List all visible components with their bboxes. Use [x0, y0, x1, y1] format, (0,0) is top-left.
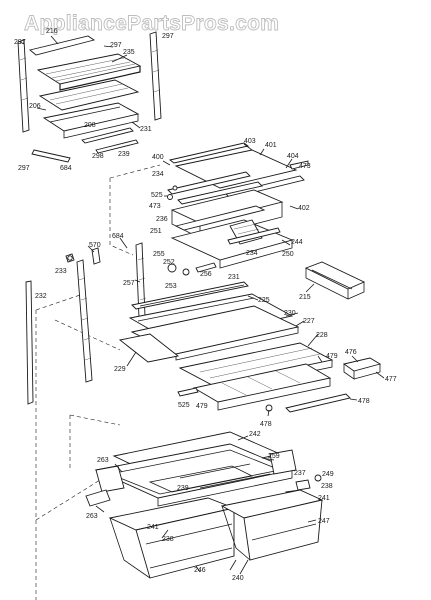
part-label: 404 — [287, 153, 299, 160]
part-label: 215 — [299, 294, 311, 301]
part-label: 230 — [284, 310, 296, 317]
part-label: 208 — [84, 122, 96, 129]
part-label: 478 — [358, 398, 370, 405]
shelf-trim-478 — [285, 393, 351, 413]
part-label: 234 — [246, 250, 258, 257]
glass-shelf-assembly — [118, 281, 334, 417]
crisper-assembly — [85, 431, 324, 579]
snack-tray — [304, 261, 366, 300]
part-label: 252 — [163, 259, 175, 266]
part-label: 238 — [162, 536, 174, 543]
part-label: 402 — [298, 205, 310, 212]
part-label: 297 — [110, 42, 122, 49]
part-label: 238 — [321, 483, 333, 490]
part-label: 240 — [232, 575, 244, 582]
left-shelf-rail — [17, 39, 30, 133]
part-label: 525 — [178, 402, 190, 409]
part-label: 246 — [194, 567, 206, 574]
part-label: 259 — [268, 453, 280, 460]
part-label: 263 — [86, 513, 98, 520]
rail-and-brackets — [25, 237, 147, 405]
part-label: 684 — [112, 233, 124, 240]
part-label: 239 — [118, 151, 130, 158]
part-label: 235 — [123, 49, 135, 56]
part-label: 297 — [162, 33, 174, 40]
part-label: 477 — [385, 376, 397, 383]
part-label: 478 — [260, 421, 272, 428]
part-label: 297 — [18, 165, 30, 172]
part-label: 216 — [46, 28, 58, 35]
part-label: 232 — [35, 293, 47, 300]
glass-shelf-top — [174, 149, 298, 189]
liner-side-strip — [25, 280, 34, 405]
part-label: 233 — [55, 268, 67, 275]
part-label: 237 — [294, 470, 306, 477]
bottom-rail — [31, 149, 71, 163]
part-label: 206 — [29, 103, 41, 110]
part-label: 570 — [89, 242, 101, 249]
part-label: 251 — [150, 228, 162, 235]
part-label: 244 — [291, 239, 303, 246]
wire-shelf — [36, 53, 142, 85]
part-label: 231 — [140, 126, 152, 133]
part-label: 263 — [97, 457, 109, 464]
part-label: 241 — [147, 524, 159, 531]
part-label: 227 — [303, 318, 315, 325]
part-label: 403 — [244, 138, 256, 145]
watermark: AppliancePartsPros.com — [24, 12, 279, 35]
part-label: 253 — [165, 283, 177, 290]
part-label: 228 — [316, 332, 328, 339]
part-label: 479 — [326, 353, 338, 360]
freezer-shelf-assembly — [17, 31, 162, 163]
part-label: 231 — [228, 274, 240, 281]
part-label: 249 — [322, 471, 334, 478]
part-label: 473 — [299, 163, 311, 170]
part-label: 257 — [123, 280, 135, 287]
right-shelf-rail — [149, 31, 162, 121]
part-label: 250 — [282, 251, 294, 258]
part-label: 242 — [249, 431, 261, 438]
part-label: 473 — [149, 203, 161, 210]
part-label: 476 — [345, 349, 357, 356]
left-ladder-rail — [76, 259, 93, 383]
part-label: 479 — [196, 403, 208, 410]
dairy-tray — [285, 355, 385, 413]
part-label: 239 — [177, 485, 189, 492]
part-label: 255 — [153, 251, 165, 258]
reference-lines — [109, 178, 134, 256]
part-label: 401 — [265, 142, 277, 149]
part-label: 297 — [14, 39, 26, 46]
shelf-front-trim — [118, 333, 180, 363]
part-label: 247 — [318, 518, 330, 525]
part-label: 400 — [152, 154, 164, 161]
meat-pan-assembly — [162, 142, 309, 276]
part-label: 229 — [114, 366, 126, 373]
part-label: 234 — [152, 171, 164, 178]
part-label: 225 — [258, 297, 270, 304]
part-label: 256 — [200, 271, 212, 278]
part-label: 241 — [318, 495, 330, 502]
top-trim-bar — [29, 35, 96, 56]
lower-wire-shelf — [38, 79, 140, 111]
part-label: 298 — [92, 153, 104, 160]
part-label: 684 — [60, 165, 72, 172]
part-label: 525 — [151, 192, 163, 199]
part-label: 236 — [156, 216, 168, 223]
